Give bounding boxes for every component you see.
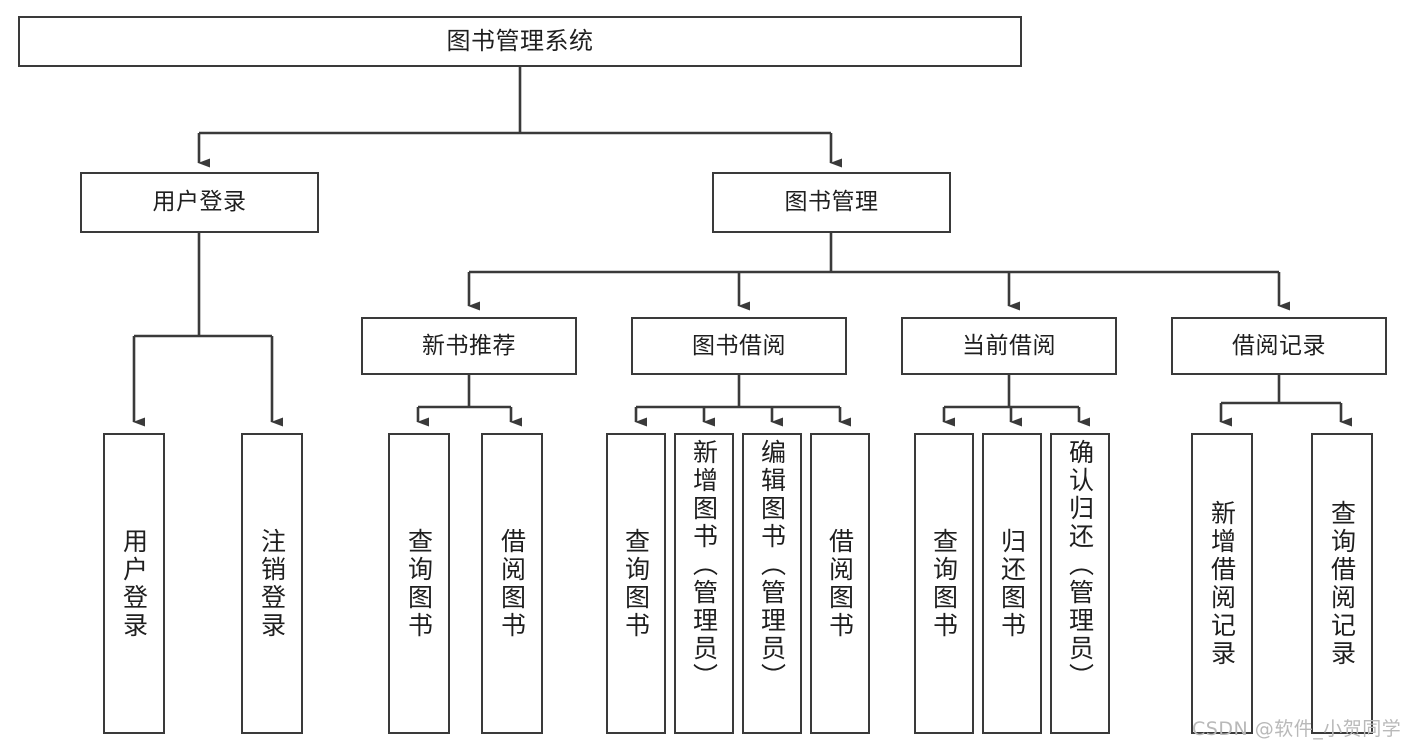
node-label: 图书管理系统 (446, 26, 594, 55)
node-label: 查询图书 (621, 527, 651, 640)
node-current-borrow[interactable]: 当前借阅 (901, 317, 1117, 375)
node-book-management[interactable]: 图书管理 (712, 172, 951, 233)
node-label: 用户登录 (119, 527, 149, 640)
node-label: 查询图书 (404, 527, 434, 640)
leaf-user-login-logout[interactable]: 注销登录 (241, 433, 303, 734)
leaf-current-borrow-confirm-return-admin[interactable]: 确认归还（管理员） (1050, 433, 1110, 734)
leaf-user-login-login[interactable]: 用户登录 (103, 433, 165, 734)
leaf-book-borrow-edit-book-admin[interactable]: 编辑图书（管理员） (742, 433, 802, 734)
node-label: 编辑图书（管理员） (757, 439, 787, 691)
leaf-new-book-query-book[interactable]: 查询图书 (388, 433, 450, 734)
node-label: 归还图书 (997, 527, 1027, 640)
node-label: 新增借阅记录 (1207, 499, 1237, 668)
leaf-book-borrow-add-book-admin[interactable]: 新增图书（管理员） (674, 433, 734, 734)
node-label: 借阅图书 (497, 527, 527, 640)
leaf-borrow-record-add-record[interactable]: 新增借阅记录 (1191, 433, 1253, 734)
node-label: 查询借阅记录 (1327, 499, 1357, 668)
leaf-book-borrow-borrow-book[interactable]: 借阅图书 (810, 433, 870, 734)
leaf-current-borrow-query-book[interactable]: 查询图书 (914, 433, 974, 734)
node-new-book-recommend[interactable]: 新书推荐 (361, 317, 577, 375)
node-label: 确认归还（管理员） (1065, 439, 1095, 691)
node-label: 新书推荐 (422, 332, 516, 359)
node-book-borrow[interactable]: 图书借阅 (631, 317, 847, 375)
node-label: 当前借阅 (962, 332, 1056, 359)
node-label: 查询图书 (929, 527, 959, 640)
node-user-login[interactable]: 用户登录 (80, 172, 319, 233)
leaf-book-borrow-query-book[interactable]: 查询图书 (606, 433, 666, 734)
csdn-watermark: CSDN @软件_小贺同学 (1192, 718, 1402, 740)
node-label: 借阅图书 (825, 527, 855, 640)
node-root-book-management-system[interactable]: 图书管理系统 (18, 16, 1022, 67)
leaf-new-book-borrow-book[interactable]: 借阅图书 (481, 433, 543, 734)
node-label: 注销登录 (257, 527, 287, 640)
node-label: 图书借阅 (692, 332, 786, 359)
leaf-borrow-record-query-record[interactable]: 查询借阅记录 (1311, 433, 1373, 734)
node-label: 借阅记录 (1232, 332, 1326, 359)
leaf-current-borrow-return-book[interactable]: 归还图书 (982, 433, 1042, 734)
node-borrow-record[interactable]: 借阅记录 (1171, 317, 1387, 375)
node-label: 图书管理 (784, 189, 879, 216)
node-label: 用户登录 (152, 189, 247, 216)
node-label: 新增图书（管理员） (689, 439, 719, 691)
